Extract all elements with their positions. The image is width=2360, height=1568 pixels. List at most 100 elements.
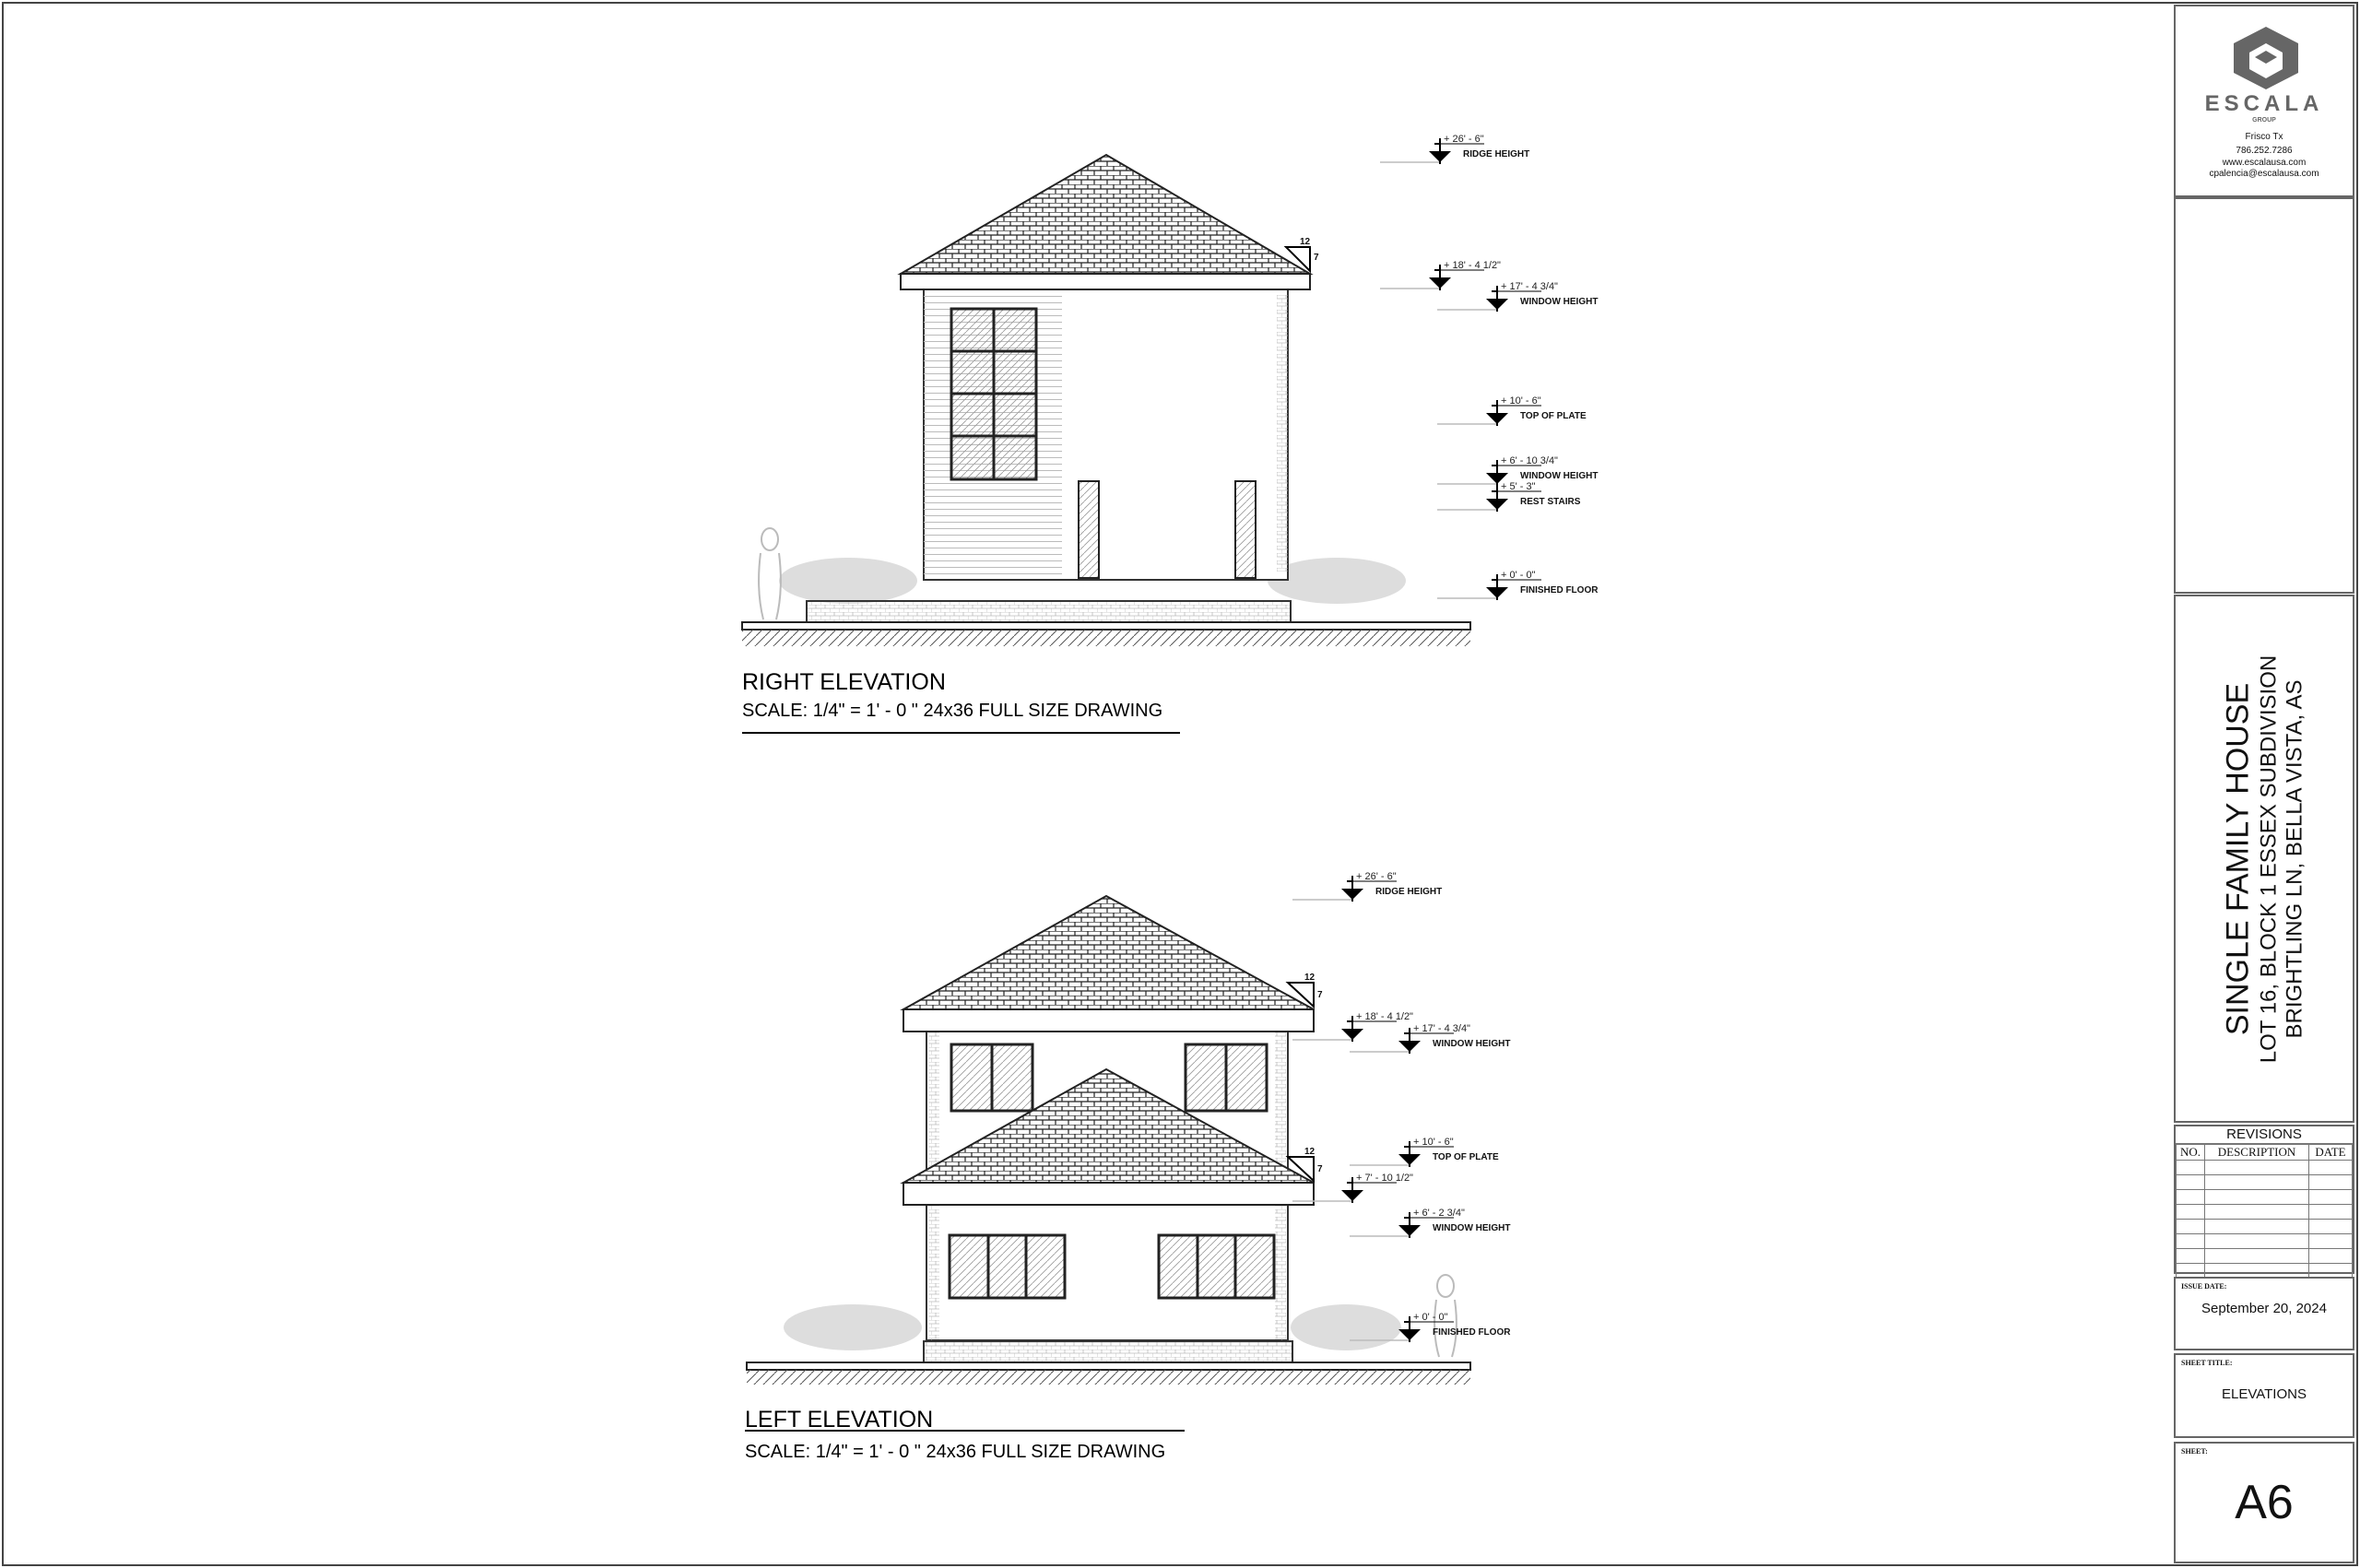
right-level-markers: + 26' - 6"RIDGE HEIGHT+ 18' - 4 1/2"+ 17… [1380, 134, 1599, 601]
level-marker: + 5' - 3" REST STAIRS [1437, 481, 1581, 513]
level-marker: + 17' - 4 3/4" WINDOW HEIGHT [1350, 1023, 1510, 1055]
left-level-markers: + 26' - 6" RIDGE HEIGHT + 18' - 4 1/2"+ 17… [1292, 871, 1511, 1343]
issue-date-panel: ISSUE DATE: September 20, 2024 [2174, 1277, 2354, 1350]
level-value: + 17' - 4 3/4" [1501, 281, 1558, 292]
window [1234, 480, 1257, 579]
level-label: WINDOW HEIGHT [1520, 471, 1598, 481]
revisions-panel: REVISIONS NO. DESCRIPTION DATE [2174, 1125, 2354, 1293]
level-value: + 10' - 6" [1413, 1137, 1454, 1148]
window [1157, 1233, 1276, 1300]
issue-date-label: ISSUE DATE: [2181, 1282, 2227, 1291]
company-email[interactable]: cpalencia@escalausa.com [2209, 169, 2319, 179]
level-marker: + 0' - 0" FINISHED FLOOR [1437, 570, 1599, 601]
rev-header-date: DATE [2308, 1144, 2353, 1161]
sheet-number: A6 [2235, 1476, 2294, 1529]
ground-line [746, 1362, 1471, 1371]
table-row [2176, 1160, 2353, 1175]
level-marker: + 26' - 6" RIDGE HEIGHT [1380, 134, 1529, 165]
table-row [2176, 1263, 2353, 1279]
level-label: RIDGE HEIGHT [1463, 149, 1529, 159]
sheet-title-label: SHEET TITLE: [2181, 1359, 2233, 1367]
level-marker: + 7' - 10 1/2" [1292, 1173, 1413, 1204]
table-row [2176, 1248, 2353, 1264]
rev-header-no: NO. [2176, 1144, 2205, 1161]
pitch-run: 12 [1304, 973, 1316, 983]
level-marker: + 17' - 4 3/4" WINDOW HEIGHT [1437, 281, 1598, 312]
level-label: REST STAIRS [1520, 497, 1581, 507]
pitch-rise: 7 [1317, 1164, 1323, 1174]
level-marker: + 6' - 2 3/4" WINDOW HEIGHT [1350, 1208, 1510, 1239]
escala-logo-icon [2234, 27, 2298, 89]
level-label: TOP OF PLATE [1520, 411, 1587, 421]
person-silhouette [758, 527, 782, 620]
pitch-rise: 7 [1314, 253, 1319, 263]
issue-date: September 20, 2024 [2201, 1301, 2327, 1316]
level-value: + 0' - 0" [1413, 1312, 1448, 1323]
level-label: RIDGE HEIGHT [1375, 887, 1442, 897]
level-value: + 0' - 0" [1501, 570, 1536, 581]
company-sub: GROUP [2252, 117, 2276, 124]
right-elevation-drawing: 12 7 [741, 153, 1471, 646]
project-lot: LOT 16, BLOCK 1 ESSEX SUBDIVISION [2256, 654, 2282, 1063]
level-label: WINDOW HEIGHT [1520, 297, 1598, 307]
level-marker: + 0' - 0" FINISHED FLOOR [1350, 1312, 1511, 1343]
level-marker: + 6' - 10 3/4" WINDOW HEIGHT [1437, 455, 1598, 487]
level-value: + 6' - 10 3/4" [1501, 455, 1558, 466]
level-label: TOP OF PLATE [1433, 1152, 1499, 1162]
sheet-number-panel: SHEET: A6 [2174, 1442, 2354, 1563]
level-value: + 17' - 4 3/4" [1413, 1023, 1470, 1034]
foundation [806, 600, 1292, 623]
level-value: + 5' - 3" [1501, 481, 1536, 492]
level-value: + 7' - 10 1/2" [1356, 1173, 1413, 1184]
blank-panel [2174, 197, 2354, 594]
left-elevation-drawing: 12 7 12 7 [746, 894, 1471, 1385]
table-row [2176, 1189, 2353, 1205]
level-value: + 26' - 6" [1356, 871, 1397, 882]
level-label: WINDOW HEIGHT [1433, 1223, 1510, 1233]
right-elevation-title: RIGHT ELEVATION [742, 669, 946, 695]
sheet-title: ELEVATIONS [2222, 1386, 2307, 1402]
pitch-rise: 7 [1317, 990, 1323, 1000]
sheet-label: SHEET: [2181, 1447, 2208, 1456]
company-web[interactable]: www.escalausa.com [2222, 158, 2307, 168]
level-marker: + 10' - 6" TOP OF PLATE [1437, 395, 1587, 427]
company-phone: 786.252.7286 [2236, 146, 2293, 156]
ground-line [741, 621, 1471, 631]
level-value: + 6' - 2 3/4" [1413, 1208, 1465, 1219]
level-value: + 26' - 6" [1444, 134, 1484, 145]
window [1078, 480, 1100, 579]
table-row [2176, 1219, 2353, 1234]
pitch-run: 12 [1304, 1147, 1316, 1157]
revisions-title: REVISIONS [2176, 1126, 2353, 1144]
roof [897, 153, 1314, 275]
left-elevation-title: LEFT ELEVATION [745, 1407, 933, 1432]
level-value: + 10' - 6" [1501, 395, 1541, 407]
level-value: + 18' - 4 1/2" [1444, 260, 1501, 271]
level-label: FINISHED FLOOR [1520, 585, 1599, 595]
table-row [2176, 1174, 2353, 1190]
upper-roof [900, 894, 1315, 1010]
project-address: BRIGHTLING LN, BELLA VISTA, AS [2282, 678, 2307, 1039]
window [948, 1233, 1067, 1300]
person-silhouette [1434, 1274, 1457, 1358]
level-label: FINISHED FLOOR [1433, 1327, 1511, 1338]
table-row [2176, 1204, 2353, 1220]
project-name: SINGLE FAMILY HOUSE [2220, 682, 2256, 1035]
landscape-plants [784, 1304, 1401, 1350]
level-marker: + 18' - 4 1/2" [1380, 260, 1501, 291]
level-marker: + 18' - 4 1/2" [1292, 1011, 1413, 1043]
rev-header-description: DESCRIPTION [2204, 1144, 2309, 1161]
revisions-table: NO. DESCRIPTION DATE [2176, 1144, 2353, 1293]
level-marker: + 10' - 6" TOP OF PLATE [1350, 1137, 1499, 1168]
level-label: WINDOW HEIGHT [1433, 1039, 1510, 1049]
level-value: + 18' - 4 1/2" [1356, 1011, 1413, 1022]
level-marker: + 26' - 6" RIDGE HEIGHT [1292, 871, 1442, 902]
company-city: Frisco Tx [2245, 132, 2283, 142]
foundation [923, 1340, 1293, 1363]
fascia [900, 273, 1311, 290]
right-elevation-scale: SCALE: 1/4" = 1' - 0 " 24x36 FULL SIZE D… [742, 701, 1162, 721]
project-panel: SINGLE FAMILY HOUSE LOT 16, BLOCK 1 ESSE… [2174, 595, 2354, 1123]
sheet-title-panel: SHEET TITLE: ELEVATIONS [2174, 1353, 2354, 1438]
left-elevation-scale: SCALE: 1/4" = 1' - 0 " 24x36 FULL SIZE D… [745, 1442, 1165, 1462]
